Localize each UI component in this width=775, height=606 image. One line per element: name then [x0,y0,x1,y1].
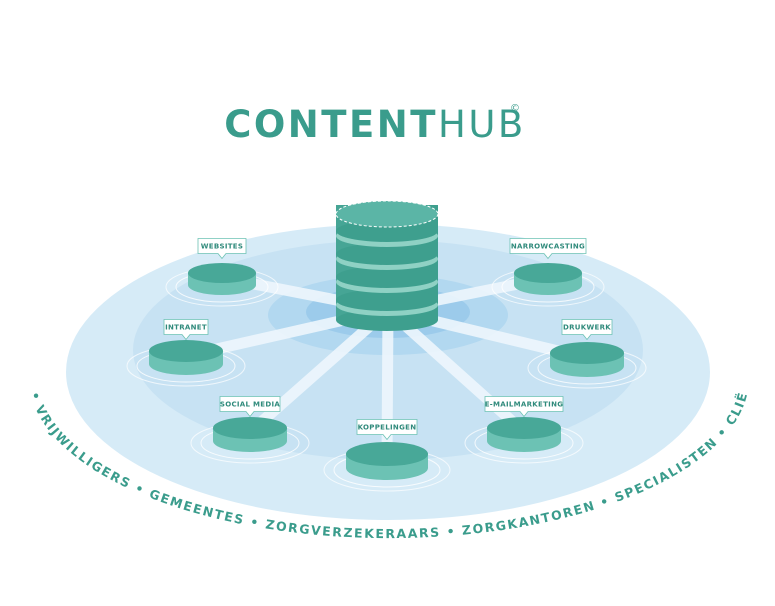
node-intranet: INTRANET [126,319,246,387]
node-disc-icon [487,417,561,452]
node-label: WEBSITES [201,243,243,251]
nodes: WEBSITES NARROWCASTING INTRANET DRUKWERK SOC… [126,238,647,492]
node-label-tag: NARROWCASTING [509,238,587,260]
node-social-media: SOCIAL MEDIA [190,396,310,464]
node-label-tag: DRUKWERK [561,319,613,341]
title-bold: CONTENT [224,103,438,146]
node-label-tag: WEBSITES [197,238,247,260]
node-label: KOPPELINGEN [358,424,417,432]
node-koppelingen: KOPPELINGEN [323,419,451,492]
node-drukwerk: DRUKWERK [527,319,647,389]
copyright-mark: © [510,103,520,114]
node-disc-icon [346,442,428,480]
node-websites: WEBSITES [165,238,279,307]
database-icon [335,200,439,331]
node-disc-icon [213,417,287,452]
node-label-tag: KOPPELINGEN [356,419,418,441]
node-label: E-MAILMARKETING [485,401,564,409]
node-label: NARROWCASTING [511,243,585,251]
node-label: DRUKWERK [563,324,611,332]
node-label: INTRANET [165,324,207,332]
node-e-mailmarketing: E-MAILMARKETING [464,396,584,464]
node-narrowcasting: NARROWCASTING [491,238,605,307]
node-disc-icon [550,342,624,377]
node-label-tag: SOCIAL MEDIA [219,396,281,418]
node-label: SOCIAL MEDIA [220,401,281,409]
title-light: HUB [438,103,526,146]
page-title: CONTENTHUB [224,103,526,146]
node-disc-icon [188,263,256,295]
node-disc-icon [514,263,582,295]
node-label-tag: E-MAILMARKETING [484,396,564,418]
node-disc-icon [149,340,223,375]
node-label-tag: INTRANET [163,319,209,341]
